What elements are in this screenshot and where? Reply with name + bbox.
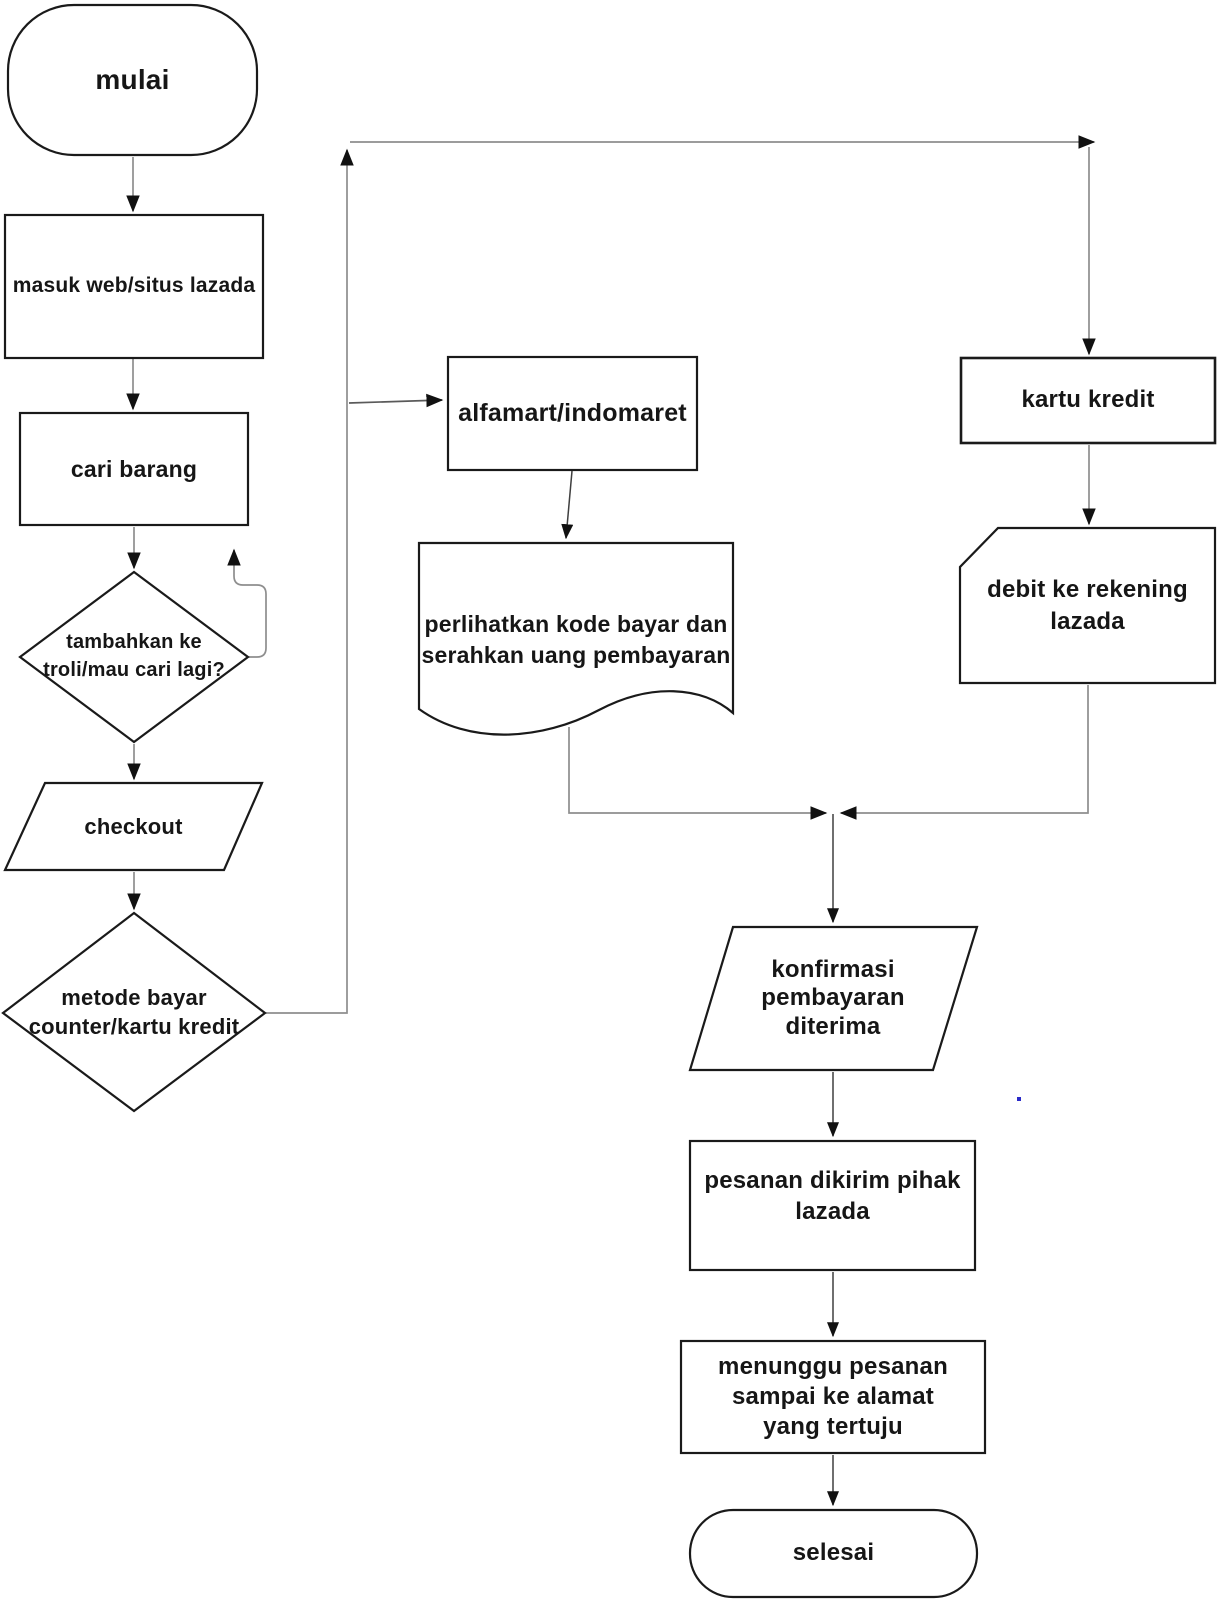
process-shape-alfamart: [446, 355, 699, 472]
edge-metode-up: [266, 148, 354, 1014]
node-label-checkout: checkout: [84, 813, 183, 839]
node-label-tambah-troli: tambahkan ke troli/mau cari lagi?: [43, 631, 225, 681]
node-label-cari-barang: cari barang: [70, 455, 198, 482]
node-label-alfamart: alfamart/indomaret: [458, 398, 687, 427]
process-shape-masuk-web: [3, 213, 265, 360]
io-shape-konfirmasi: [688, 925, 979, 1072]
stray-dot: [1017, 1097, 1021, 1101]
node-label-menunggu-pesanan: menunggu pesanan sampai ke alamat yang t…: [718, 1353, 948, 1440]
decision-shape-tambah-troli: [18, 570, 250, 744]
process-shape-kartu-kredit: [959, 356, 1217, 445]
terminator-shape-selesai: [688, 1508, 979, 1599]
process-shape-menunggu-pesanan: [679, 1339, 987, 1455]
io-shape-checkout: [3, 781, 264, 872]
card-shape-debit-rekening: [958, 526, 1217, 685]
node-label-mulai: mulai: [95, 64, 170, 96]
node-label-pesanan-dikirim: pesanan dikirim pihak lazada: [704, 1166, 961, 1225]
node-label-selesai: selesai: [792, 1539, 875, 1567]
document-shape-kode-bayar: [417, 541, 735, 736]
edge-alfamart-kode: [561, 470, 574, 540]
terminator-shape-mulai: [6, 3, 259, 157]
process-shape-pesanan-dikirim: [688, 1139, 977, 1272]
node-label-debit-rekening: debit ke rekening lazada: [987, 576, 1188, 635]
decision-shape-metode-bayar: [1, 911, 267, 1113]
edge-kode-merge: [568, 727, 828, 820]
process-shape-cari-barang: [18, 411, 250, 527]
node-label-masuk-web: masuk web/situs lazada: [12, 274, 256, 298]
node-label-kode-bayar: perlihatkan kode bayar dan serahkan uang…: [421, 610, 731, 668]
node-label-metode-bayar: metode bayar counter/kartu kredit: [28, 985, 240, 1039]
edge-troli-loop-cari: [227, 548, 267, 658]
node-label-konfirmasi: konfirmasi pembayaran diterima: [761, 956, 905, 1040]
edge-debit-merge: [839, 685, 1089, 820]
edge-metode-alfamart: [348, 393, 444, 408]
node-label-kartu-kredit: kartu kredit: [1021, 386, 1155, 414]
